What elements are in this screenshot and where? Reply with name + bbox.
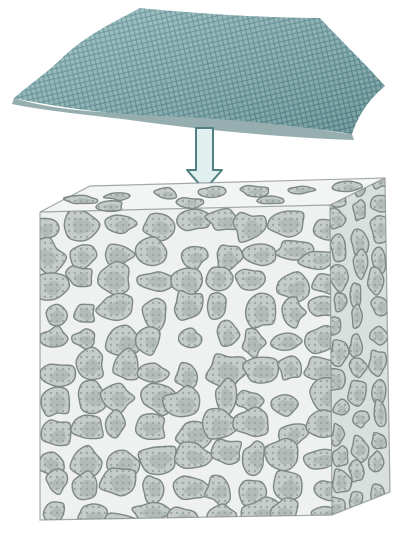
pore — [349, 460, 364, 482]
pore — [246, 293, 276, 328]
pore — [136, 414, 165, 440]
pore — [273, 470, 302, 500]
pore — [257, 196, 284, 204]
porous-scaffold-block — [27, 170, 390, 533]
pore — [78, 504, 107, 525]
pore — [207, 293, 226, 320]
pore — [41, 420, 71, 446]
mesh-sheet — [12, 8, 385, 140]
pore — [41, 387, 69, 416]
pore — [71, 415, 103, 438]
pore — [206, 267, 233, 291]
pore — [31, 218, 59, 239]
pore — [132, 503, 170, 524]
insertion-arrow — [187, 128, 222, 190]
pore — [371, 195, 390, 212]
pore — [177, 209, 210, 230]
